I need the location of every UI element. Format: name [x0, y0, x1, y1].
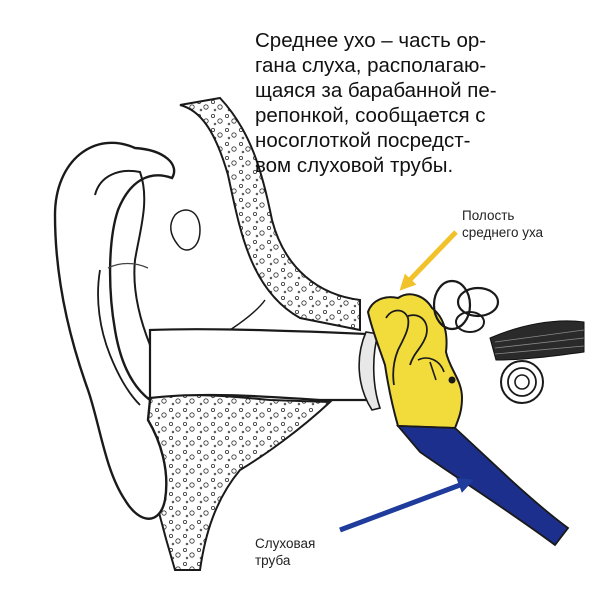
- label-line: среднего уха: [462, 224, 543, 241]
- label-line: Слуховая: [255, 535, 315, 552]
- concha-shading: [108, 264, 148, 269]
- canal-bone-edge: [230, 300, 265, 330]
- cochlea: [501, 361, 543, 403]
- semicircular-canal-1: [434, 281, 470, 329]
- auditory-tube-label: Слуховая труба: [255, 535, 315, 569]
- middle-ear-cavity-arrow: [404, 232, 456, 286]
- mastoid-cell: [171, 210, 200, 250]
- caption-line: щаяся за барабанной пе-: [255, 78, 555, 103]
- auditory-tube-arrow: [340, 482, 468, 530]
- label-line: труба: [255, 552, 315, 569]
- semicircular-canal-2: [458, 288, 498, 316]
- middle-ear-cavity-label: Полость среднего уха: [462, 207, 543, 241]
- label-line: Полость: [462, 207, 543, 224]
- caption-line: Среднее ухо – часть ор-: [255, 28, 555, 53]
- caption-line: репонкой, сообщается с: [255, 103, 555, 128]
- caption-line: вом слуховой трубы.: [255, 153, 555, 178]
- caption-line: гана слуха, располагаю-: [255, 53, 555, 78]
- description-caption: Среднее ухо – часть ор- гана слуха, расп…: [255, 28, 555, 178]
- ear-canal: [150, 329, 372, 400]
- caption-line: носоглоткой посредст-: [255, 128, 555, 153]
- auditory-tube: [398, 426, 568, 545]
- round-window: [449, 377, 456, 384]
